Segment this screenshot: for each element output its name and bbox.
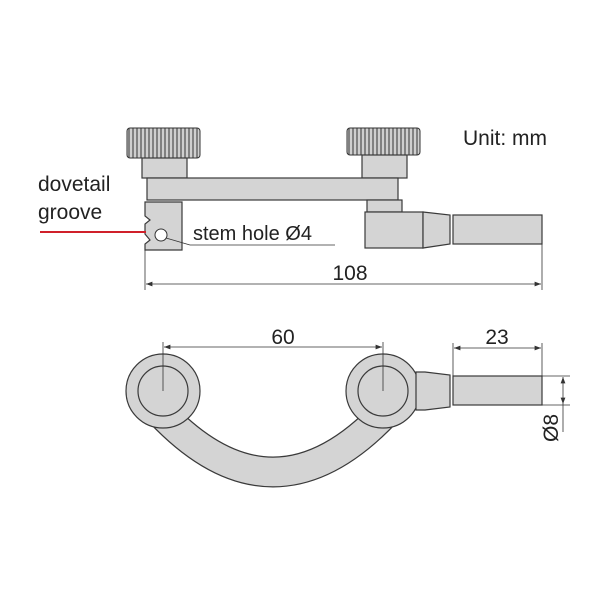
unit-label: Unit: mm (463, 127, 547, 150)
dimension-60: 60 (271, 326, 294, 349)
side-view: 108 stem hole Ø4 dovetail groove Unit: m… (38, 127, 547, 290)
stem (452, 214, 543, 245)
stem-hole-label: stem hole Ø4 (193, 223, 312, 245)
dovetail-label-2: groove (38, 201, 102, 224)
left-knob-neck (141, 157, 188, 179)
stem-hole-leader (165, 237, 191, 246)
right-knob (346, 127, 421, 156)
clamp-block (364, 211, 424, 249)
left-knob (126, 127, 201, 159)
stem-taper (422, 211, 451, 249)
dimension-dia8: Ø8 (540, 414, 563, 442)
clamp-neck (366, 199, 403, 213)
stem-hole (154, 228, 168, 242)
plan-stem (452, 375, 543, 406)
right-knob-neck (361, 154, 408, 179)
dovetail-label-1: dovetail (38, 173, 110, 196)
cross-bar (146, 177, 399, 201)
dimension-23: 23 (485, 326, 508, 349)
dovetail-block (144, 201, 183, 251)
plan-view: 60 23 Ø8 (125, 326, 570, 488)
dimension-108: 108 (332, 262, 367, 285)
stem-collar (415, 371, 451, 411)
